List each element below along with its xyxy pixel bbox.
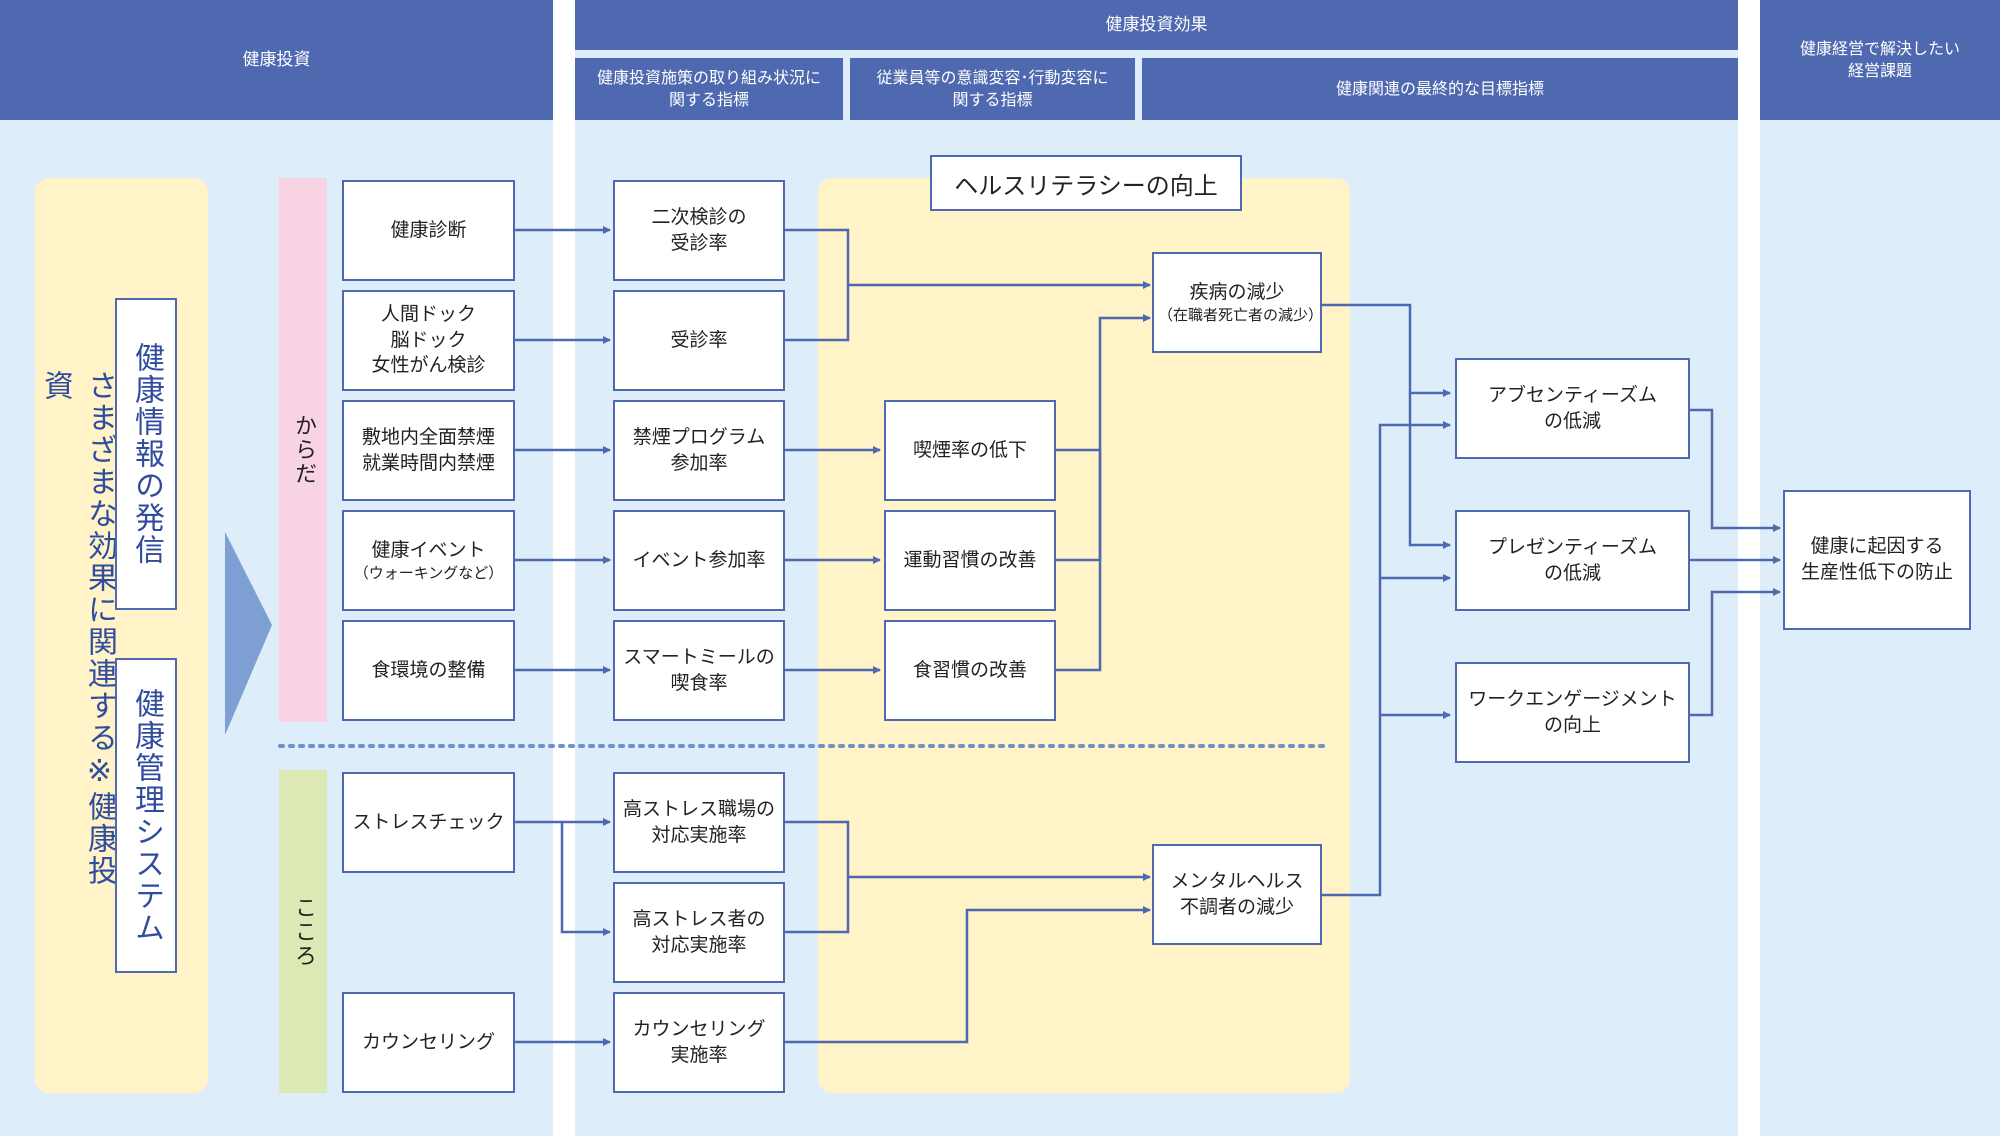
measure-event-sub: （ウォーキングなど） <box>353 564 504 583</box>
indicator-exam-rate: 受診率 <box>613 290 785 391</box>
measure-food-environment: 食環境の整備 <box>342 620 515 721</box>
flow-triangle-icon <box>225 532 272 735</box>
health-management-system-box: 健康管理システム <box>115 658 177 973</box>
indicator-reexam-rate: 二次検診の 受診率 <box>613 180 785 281</box>
outcome-disease: 疾病の減少 （在職者死亡者の減少） <box>1152 252 1324 353</box>
indicator-counseling-rate: カウンセリング 実施率 <box>613 992 785 1093</box>
effect-sub-header-behavior: 従業員等の意識変容･行動変容に 関する指標 <box>850 58 1135 120</box>
goal-productivity: 健康に起因する 生産性低下の防止 <box>1783 490 1971 630</box>
arrow-disease-absent <box>1322 303 1451 397</box>
category-body: からだ <box>279 178 327 722</box>
effect-sub-header-measures: 健康投資施策の取り組み状況に 関する指標 <box>575 58 843 120</box>
target-absenteeism: アブセンティーズム の低減 <box>1455 358 1690 459</box>
measure-stress-check: ストレスチェック <box>342 772 515 873</box>
arrow-counseling-mental <box>785 906 1151 1044</box>
effect-sub-header-goals: 健康関連の最終的な目標指標 <box>1142 58 1738 120</box>
measure-event-label: 健康イベント <box>371 538 486 561</box>
link-stress <box>785 820 850 934</box>
outcome-mental-health: メンタルヘルス 不調者の減少 <box>1152 844 1322 945</box>
measure-checkup: 健康診断 <box>342 180 515 281</box>
outcome-disease-label: 疾病の減少 <box>1189 280 1285 303</box>
info-dissemination-box: 健康情報の発信 <box>115 298 177 610</box>
indicator-stress-person: 高ストレス者の 対応実施率 <box>613 882 785 983</box>
target-engagement: ワークエンゲージメント の向上 <box>1455 662 1690 763</box>
behavior-smoking: 喫煙率の低下 <box>884 400 1056 501</box>
measure-dock: 人間ドック 脳ドック 女性がん検診 <box>342 290 515 391</box>
category-mind: こころ <box>279 770 327 1093</box>
indicator-smart-meal: スマートミールの 喫食率 <box>613 620 785 721</box>
arrow-stresscheck-person <box>560 822 611 936</box>
arrow-absent-goal <box>1690 408 1781 532</box>
behavior-diet: 食習慣の改善 <box>884 620 1056 721</box>
arrow-mental-absent <box>1322 421 1451 897</box>
investment-header: 健康投資 <box>0 0 553 120</box>
health-literacy-label: ヘルスリテラシーの向上 <box>930 155 1242 211</box>
arrow-disease-present <box>1408 393 1451 549</box>
management-header: 健康経営で解決したい 経営課題 <box>1760 0 2000 120</box>
measure-counseling: カウンセリング <box>342 992 515 1093</box>
link-reexam <box>785 228 850 342</box>
link-diet <box>1056 314 1151 672</box>
measure-event: 健康イベント （ウォーキングなど） <box>342 510 515 611</box>
indicator-event-rate: イベント参加率 <box>613 510 785 611</box>
measure-no-smoking: 敷地内全面禁煙 就業時間内禁煙 <box>342 400 515 501</box>
target-presenteeism: プレゼンティーズム の低減 <box>1455 510 1690 611</box>
effect-header: 健康投資効果 <box>575 0 1738 50</box>
arrow-engage-goal <box>1690 588 1781 717</box>
behavior-exercise: 運動習慣の改善 <box>884 510 1056 611</box>
indicator-quit-program: 禁煙プログラム 参加率 <box>613 400 785 501</box>
link-behaviors <box>1056 448 1102 562</box>
outcome-disease-sub: （在職者死亡者の減少） <box>1158 306 1324 325</box>
indicator-stress-workplace: 高ストレス職場の 対応実施率 <box>613 772 785 873</box>
